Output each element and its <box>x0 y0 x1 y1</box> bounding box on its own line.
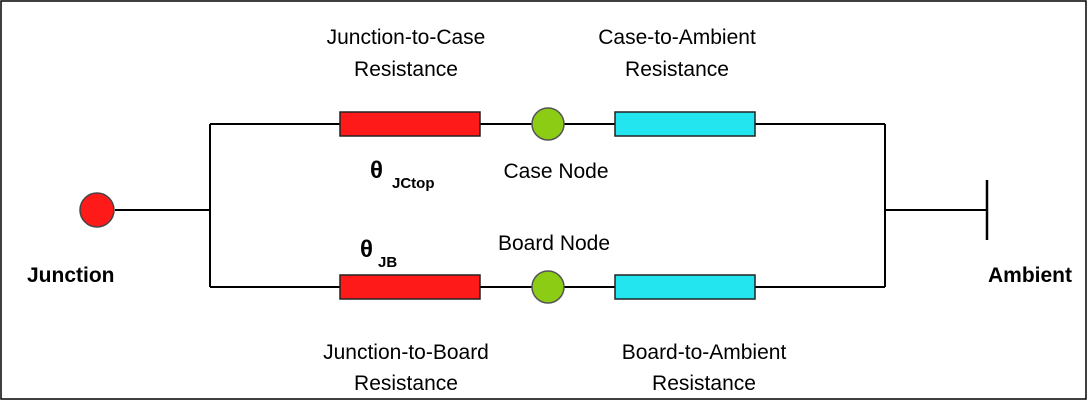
theta-jctop-subscript: JCtop <box>392 175 435 192</box>
ca-resistance-label-line2: Resistance <box>625 58 729 81</box>
case-node <box>531 107 565 141</box>
jc-resistance-label-line2: Resistance <box>354 58 458 81</box>
case-node-label: Case Node <box>503 160 608 183</box>
jb-resistance-label-line1: Junction-to-Board <box>323 341 489 364</box>
board-node-label: Board Node <box>498 232 610 255</box>
junction-node <box>79 192 115 228</box>
ambient-label: Ambient <box>988 264 1072 287</box>
theta-jb-symbol: θ <box>360 236 373 263</box>
junction-to-case-resistor <box>339 111 481 137</box>
theta-jctop-symbol: θ <box>370 157 383 184</box>
theta-jb-subscript: JB <box>378 254 397 271</box>
ca-resistance-label-line1: Case-to-Ambient <box>598 26 756 49</box>
case-to-ambient-resistor <box>614 111 756 137</box>
board-to-ambient-resistor <box>614 274 756 300</box>
jb-resistance-label-line2: Resistance <box>354 372 458 395</box>
board-node <box>531 270 565 304</box>
ba-resistance-label-line1: Board-to-Ambient <box>622 341 787 364</box>
junction-to-board-resistor <box>339 274 481 300</box>
ba-resistance-label-line2: Resistance <box>652 372 756 395</box>
wires <box>115 123 989 288</box>
jc-resistance-label-line1: Junction-to-Case <box>327 26 486 49</box>
junction-label: Junction <box>27 264 115 287</box>
